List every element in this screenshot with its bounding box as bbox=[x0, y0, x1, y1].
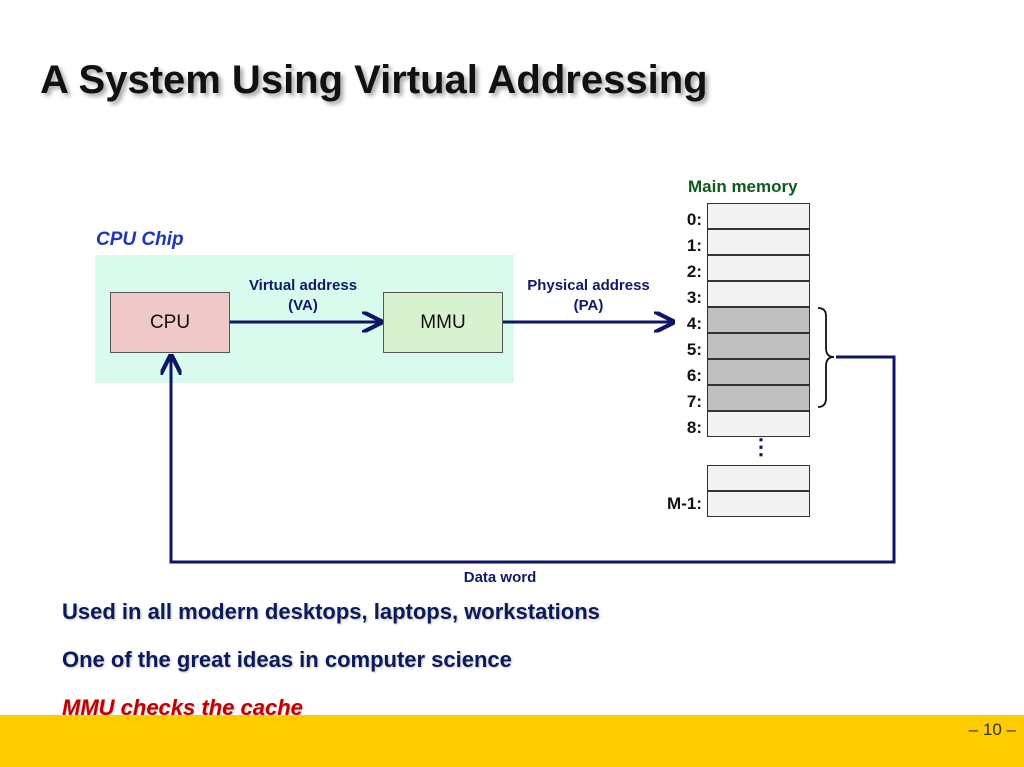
memory-brace bbox=[817, 307, 835, 408]
memory-row-label: 7: bbox=[686, 392, 702, 411]
memory-row-label: 3: bbox=[686, 288, 702, 307]
memory-cell bbox=[707, 281, 810, 307]
memory-row-label: 5: bbox=[686, 340, 702, 359]
page-number: – 10 – bbox=[968, 720, 1016, 739]
virtual-address-label: Virtual address (VA) bbox=[238, 276, 368, 316]
main-memory-title: Main memory bbox=[688, 177, 798, 196]
memory-row-label: 0: bbox=[686, 210, 702, 229]
memory-row-label: 4: bbox=[686, 314, 702, 333]
cpu-label: CPU bbox=[149, 311, 191, 333]
cpu-box: CPU bbox=[110, 292, 230, 353]
memory-cell-highlighted bbox=[707, 333, 810, 359]
mmu-label: MMU bbox=[420, 311, 466, 333]
data-word-label: Data word bbox=[463, 569, 537, 586]
memory-cell bbox=[707, 255, 810, 281]
memory-cell bbox=[707, 411, 810, 437]
memory-cell-last bbox=[707, 491, 810, 517]
footer-bar: – 10 – bbox=[0, 715, 1024, 767]
memory-cell-highlighted bbox=[707, 359, 810, 385]
virtual-address-label-line2: (VA) bbox=[288, 297, 318, 314]
mmu-box: MMU bbox=[383, 292, 503, 353]
slide-title: A System Using Virtual Addressing bbox=[40, 58, 708, 102]
physical-address-label-line1: Physical address bbox=[527, 277, 650, 294]
memory-last-row-label: M-1: bbox=[667, 494, 702, 513]
physical-address-label: Physical address (PA) bbox=[516, 276, 661, 316]
memory-row-label: 6: bbox=[686, 366, 702, 385]
memory-row-label: 8: bbox=[686, 418, 702, 437]
memory-cell-highlighted bbox=[707, 307, 810, 333]
memory-cell-highlighted bbox=[707, 385, 810, 411]
memory-row-label: 2: bbox=[686, 262, 702, 281]
memory-row-label: 1: bbox=[686, 236, 702, 255]
data-word-return-arrow bbox=[171, 356, 896, 564]
bullet-item: Used in all modern desktops, laptops, wo… bbox=[62, 599, 600, 624]
bullet-item: One of the great ideas in computer scien… bbox=[62, 647, 512, 672]
cpu-chip-label: CPU Chip bbox=[96, 229, 184, 250]
memory-cell bbox=[707, 465, 810, 491]
memory-cell bbox=[707, 229, 810, 255]
virtual-address-label-line1: Virtual address bbox=[248, 277, 358, 294]
memory-ellipsis: ⋮ bbox=[750, 434, 772, 459]
memory-cell bbox=[707, 203, 810, 229]
physical-address-label-line2: (PA) bbox=[573, 297, 604, 314]
